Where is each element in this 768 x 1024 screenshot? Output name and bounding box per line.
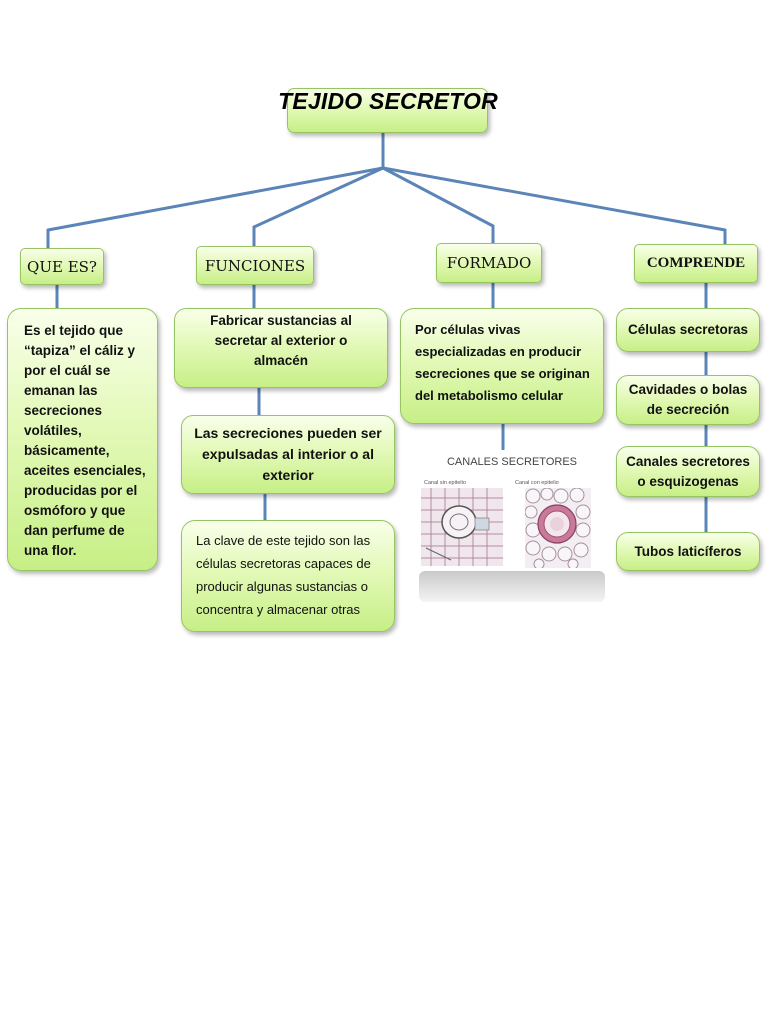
comprende-item-3: Canales secretores o esquizogenas bbox=[616, 446, 760, 497]
funciones-item-3-text: La clave de este tejido son las células … bbox=[196, 533, 371, 617]
formado-description-box: Por células vivas especializadas en prod… bbox=[400, 308, 604, 424]
title-box bbox=[287, 88, 488, 133]
comprende-item-1-text: Células secretoras bbox=[627, 322, 749, 337]
connector-to-comprende bbox=[381, 166, 727, 232]
comprende-item-2-text: Cavidades o bolas de secreción bbox=[628, 382, 748, 417]
image-reflection bbox=[419, 571, 605, 602]
funciones-item-1-text: Fabricar sustancias al secretar al exter… bbox=[210, 313, 352, 368]
comprende-item-4: Tubos laticíferos bbox=[616, 532, 760, 571]
category-que-es-label: QUE ES? bbox=[27, 257, 97, 276]
category-formado: FORMADO bbox=[436, 243, 542, 283]
comprende-item-2: Cavidades o bolas de secreción bbox=[616, 375, 760, 425]
funciones-item-1: Fabricar sustancias al secretar al exter… bbox=[174, 308, 388, 388]
micrograph-left bbox=[421, 488, 503, 566]
comprende-item-3-text: Canales secretores o esquizogenas bbox=[626, 453, 750, 489]
connector-to-funciones bbox=[252, 166, 385, 229]
funciones-item-3: La clave de este tejido son las células … bbox=[181, 520, 395, 632]
comprende-item-4-text: Tubos laticíferos bbox=[634, 543, 742, 559]
image-title: CANALES SECRETORES bbox=[446, 456, 577, 468]
image-label-left: Canal sin epitelio bbox=[424, 480, 466, 486]
micrograph-right bbox=[525, 488, 591, 568]
category-funciones: FUNCIONES bbox=[196, 246, 314, 285]
connector-to-formado bbox=[381, 166, 495, 228]
canales-secretores-image: CANALES SECRETORES Canal sin epitelio Ca… bbox=[419, 450, 605, 602]
category-comprende-label: COMPRENDE bbox=[646, 255, 746, 271]
connector-to-que-es bbox=[46, 166, 385, 232]
category-formado-label: FORMADO bbox=[446, 254, 532, 272]
diagram-title: TEJIDO SECRETOR bbox=[278, 88, 498, 114]
image-label-right: Canal con epitelio bbox=[515, 480, 559, 486]
funciones-item-2-text: Las secreciones pueden ser expulsadas al… bbox=[194, 425, 382, 483]
funciones-item-2: Las secreciones pueden ser expulsadas al… bbox=[181, 415, 395, 494]
que-es-description-box: Es el tejido que “tapiza” el cáliz y por… bbox=[7, 308, 158, 571]
comprende-item-1: Células secretoras bbox=[616, 308, 760, 352]
category-que-es: QUE ES? bbox=[20, 248, 104, 285]
category-funciones-label: FUNCIONES bbox=[204, 256, 306, 275]
formado-description: Por células vivas especializadas en prod… bbox=[415, 322, 590, 403]
category-comprende: COMPRENDE bbox=[634, 244, 758, 283]
que-es-description: Es el tejido que “tapiza” el cáliz y por… bbox=[24, 323, 146, 558]
